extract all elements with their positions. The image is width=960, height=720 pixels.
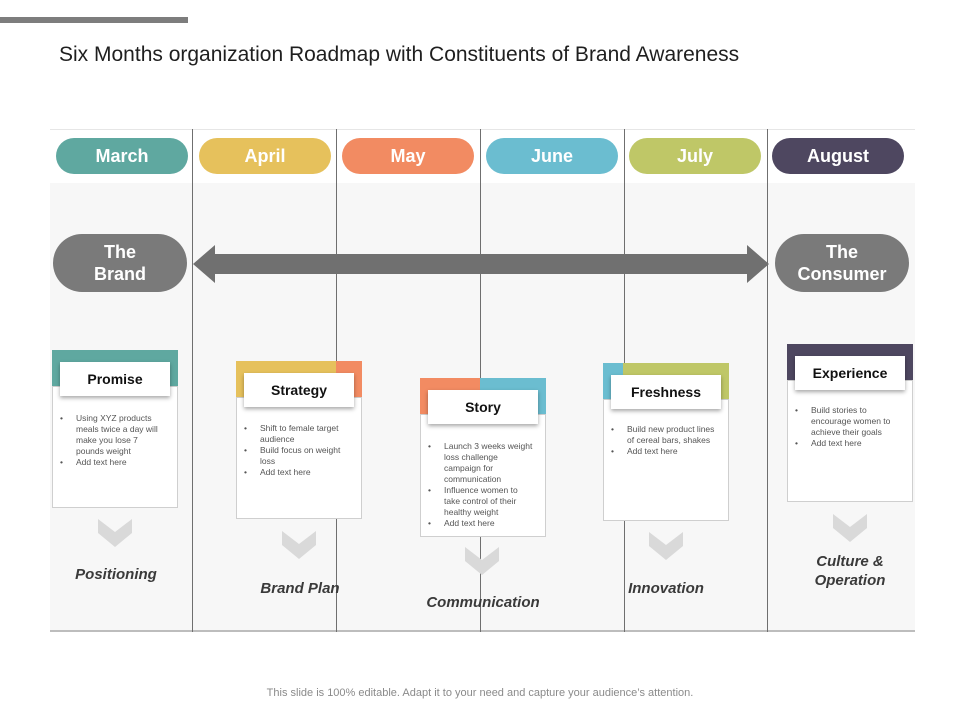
bullet-item: Using XYZ products meals twice a day wil… (58, 413, 158, 457)
month-august: August (772, 138, 904, 174)
card-title: Strategy (244, 373, 354, 407)
card-bullets: Shift to female target audience Build fo… (242, 423, 342, 478)
chevron-down-icon (649, 532, 683, 560)
card-title: Experience (795, 356, 905, 390)
chevron-down-icon (833, 514, 867, 542)
the-brand-line2: Brand (93, 264, 146, 284)
label-culture-operation: Culture & Operation (789, 552, 911, 590)
card-experience: Experience Build stories to encourage wo… (787, 344, 913, 502)
bullet-item: Add text here (426, 518, 534, 529)
card-title: Promise (60, 362, 170, 396)
accent-bar (0, 17, 188, 23)
bullet-item: Add text here (242, 467, 342, 478)
card-promise: Promise Using XYZ products meals twice a… (52, 350, 178, 508)
bullet-item: Shift to female target audience (242, 423, 342, 445)
label-line: Culture & (816, 553, 884, 570)
month-june: June (486, 138, 618, 174)
bullet-item: Add text here (58, 457, 158, 468)
label-brand-plan: Brand Plan (260, 580, 340, 597)
bullet-item: Build stories to encourage women to achi… (793, 405, 901, 438)
month-march: March (56, 138, 188, 174)
chevron-down-icon (465, 547, 499, 575)
label-communication: Communication (426, 594, 540, 611)
label-line: Operation (814, 572, 886, 589)
double-arrow-icon (193, 245, 769, 283)
month-header-strip (50, 129, 915, 183)
chevron-down-icon (282, 531, 316, 559)
month-july: July (629, 138, 761, 174)
card-title: Freshness (611, 375, 721, 409)
card-bullets: Build new product lines of cereal bars, … (609, 424, 717, 457)
the-consumer-line2: Consumer (797, 264, 887, 284)
the-brand-line1: The (103, 242, 136, 262)
the-consumer-line1: The (825, 242, 858, 262)
bullet-item: Influence women to take control of their… (426, 485, 534, 518)
card-story: Story Launch 3 weeks weight loss challen… (420, 378, 546, 537)
bullet-item: Add text here (793, 438, 901, 449)
label-innovation: Innovation (628, 580, 704, 597)
card-bullets: Using XYZ products meals twice a day wil… (58, 413, 158, 468)
bullet-item: Launch 3 weeks weight loss challenge cam… (426, 441, 534, 485)
bullet-item: Build new product lines of cereal bars, … (609, 424, 717, 446)
card-bullets: Launch 3 weeks weight loss challenge cam… (426, 441, 534, 529)
month-may: May (342, 138, 474, 174)
column-divider (192, 129, 193, 632)
slide-title: Six Months organization Roadmap with Con… (59, 43, 740, 66)
card-freshness: Freshness Build new product lines of cer… (603, 363, 729, 521)
chevron-down-icon (98, 519, 132, 547)
bullet-item: Add text here (609, 446, 717, 457)
card-strategy: Strategy Shift to female target audience… (236, 361, 362, 519)
footer-note: This slide is 100% editable. Adapt it to… (266, 687, 694, 699)
month-april: April (199, 138, 331, 174)
bullet-item: Build focus on weight loss (242, 445, 342, 467)
label-positioning: Positioning (75, 566, 157, 583)
column-divider (767, 129, 768, 632)
card-body (603, 399, 729, 521)
card-bullets: Build stories to encourage women to achi… (793, 405, 901, 449)
board-bottom-line (50, 630, 915, 632)
card-title: Story (428, 390, 538, 424)
